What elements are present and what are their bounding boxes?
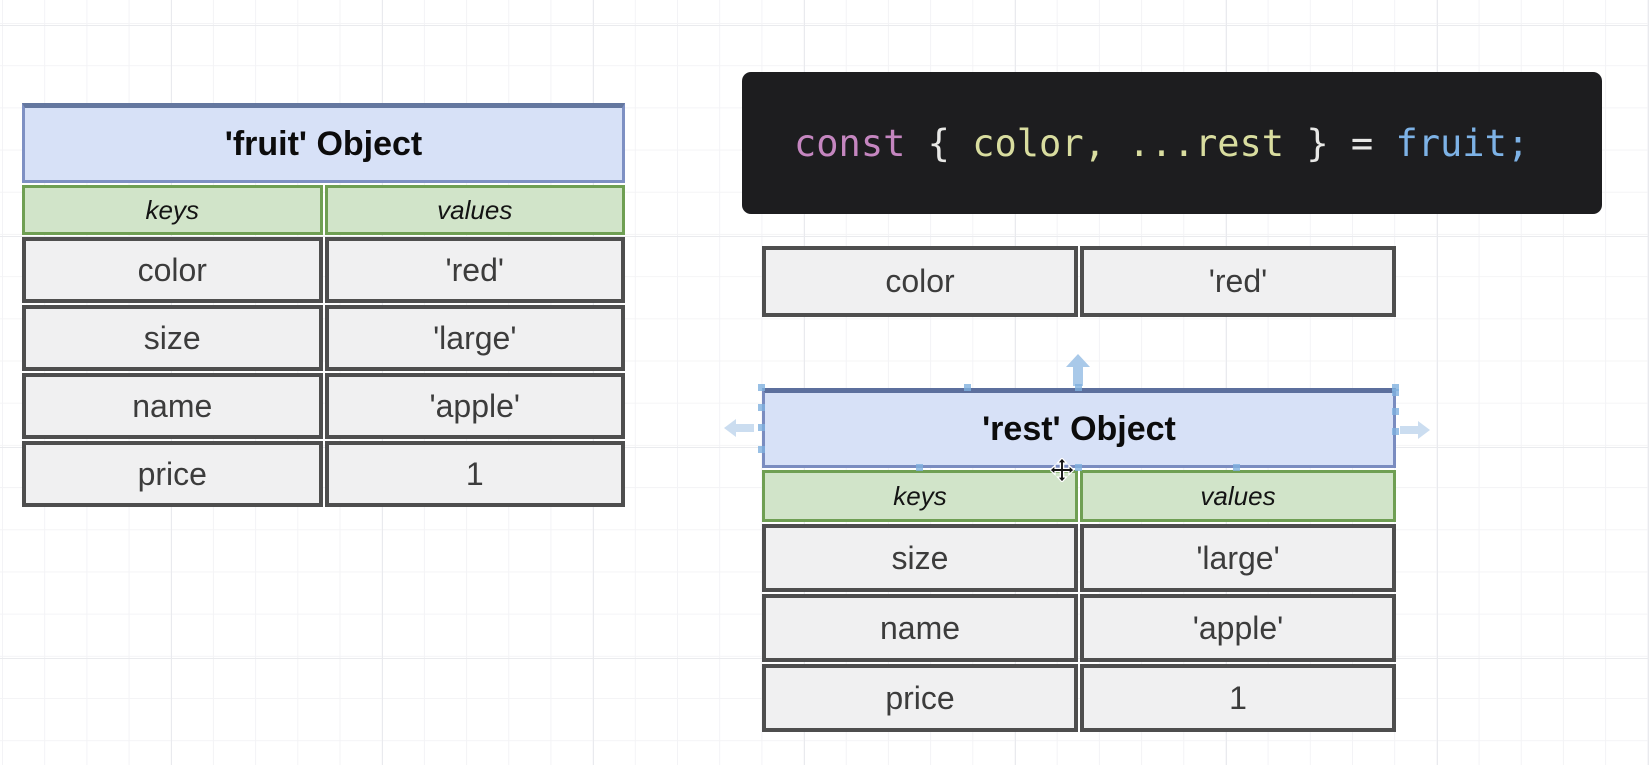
rest-keys-header: keys xyxy=(893,480,947,511)
cell-text: size xyxy=(891,539,949,576)
rest-table-title: 'rest' Object xyxy=(982,409,1176,448)
table-row: color 'red' xyxy=(22,237,625,303)
rest-keys-header-cell[interactable]: keys xyxy=(762,470,1078,522)
selection-handle[interactable] xyxy=(1075,464,1082,471)
cell-text: color xyxy=(885,263,955,299)
table-row: name 'apple' xyxy=(762,594,1396,662)
selection-handle[interactable] xyxy=(1233,464,1240,471)
move-cursor-icon xyxy=(1050,458,1074,482)
result-key-cell[interactable]: color xyxy=(762,246,1078,317)
fruit-key-cell[interactable]: color xyxy=(22,237,323,303)
selection-handle[interactable] xyxy=(1075,384,1082,391)
selection-handle[interactable] xyxy=(758,404,765,411)
selection-handle[interactable] xyxy=(1392,384,1399,391)
selection-handle[interactable] xyxy=(758,446,765,453)
rest-values-header-cell[interactable]: values xyxy=(1080,470,1396,522)
cell-text: name xyxy=(879,609,961,646)
rest-values-header: values xyxy=(1200,480,1276,511)
fruit-key-cell[interactable]: price xyxy=(22,441,323,507)
selection-handle[interactable] xyxy=(916,464,923,471)
fruit-value-cell[interactable]: 'apple' xyxy=(324,373,625,439)
selection-handle[interactable] xyxy=(1392,408,1399,415)
rest-value-cell[interactable]: 1 xyxy=(1080,664,1396,732)
selection-handle[interactable] xyxy=(964,384,971,391)
fruit-value-cell[interactable]: 'large' xyxy=(324,305,625,371)
rest-object-table[interactable]: 'rest' Object keys values size 'large' n… xyxy=(762,388,1396,732)
fruit-keys-header: keys xyxy=(145,194,199,225)
cell-text: 'red' xyxy=(445,251,504,288)
cell-text: 'apple' xyxy=(1192,609,1284,646)
fruit-key-cell[interactable]: name xyxy=(22,373,323,439)
code-token-punctuation: { xyxy=(905,121,973,165)
cell-text: color xyxy=(137,251,207,288)
selection-arrow-up-icon[interactable] xyxy=(1066,354,1090,386)
cell-text: price xyxy=(885,679,955,716)
cell-text: 'large' xyxy=(1196,539,1280,576)
table-row: color 'red' xyxy=(762,246,1396,317)
fruit-object-table[interactable]: 'fruit' Object keys values color 'red' s… xyxy=(22,103,625,507)
table-row: price 1 xyxy=(22,441,625,507)
table-row: name 'apple' xyxy=(22,373,625,439)
rest-key-cell[interactable]: price xyxy=(762,664,1078,732)
rest-value-cell[interactable]: 'large' xyxy=(1080,524,1396,592)
cell-text: size xyxy=(143,319,201,356)
fruit-key-cell[interactable]: size xyxy=(22,305,323,371)
cell-text: name xyxy=(132,387,213,424)
fruit-values-header-cell[interactable]: values xyxy=(324,185,625,235)
rest-value-cell[interactable]: 'apple' xyxy=(1080,594,1396,662)
table-row: size 'large' xyxy=(762,524,1396,592)
fruit-keys-header-cell[interactable]: keys xyxy=(22,185,323,235)
fruit-value-cell[interactable]: 'red' xyxy=(324,237,625,303)
cell-text: 'red' xyxy=(1208,263,1268,299)
code-token-variables: color, ...rest xyxy=(972,121,1285,165)
fruit-values-header: values xyxy=(437,194,513,225)
destructured-color-row[interactable]: color 'red' xyxy=(762,246,1396,317)
result-value-cell[interactable]: 'red' xyxy=(1080,246,1396,317)
fruit-table-title-cell[interactable]: 'fruit' Object xyxy=(22,103,625,183)
rest-key-cell[interactable]: name xyxy=(762,594,1078,662)
code-snippet-block[interactable]: const { color, ...rest } = fruit; xyxy=(742,72,1602,214)
table-row: size 'large' xyxy=(22,305,625,371)
cell-text: 'large' xyxy=(433,319,517,356)
selection-handle[interactable] xyxy=(1392,389,1399,396)
selection-arrow-left-icon[interactable] xyxy=(724,419,754,437)
cell-text: 1 xyxy=(1229,679,1247,716)
code-token-keyword: const xyxy=(794,121,906,165)
fruit-value-cell[interactable]: 1 xyxy=(324,441,625,507)
rest-key-cell[interactable]: size xyxy=(762,524,1078,592)
selection-handle[interactable] xyxy=(758,384,765,391)
selection-arrow-right-icon[interactable] xyxy=(1400,421,1430,439)
selection-handle[interactable] xyxy=(1392,428,1399,435)
cell-text: 1 xyxy=(465,455,484,492)
rest-table-title-cell[interactable]: 'rest' Object xyxy=(762,388,1396,468)
cell-text: 'apple' xyxy=(429,387,520,424)
code-token-punctuation: } = xyxy=(1284,121,1396,165)
fruit-table-title: 'fruit' Object xyxy=(224,124,423,163)
selection-handle[interactable] xyxy=(758,424,765,431)
code-token-identifier: fruit; xyxy=(1395,121,1530,165)
table-row: price 1 xyxy=(762,664,1396,732)
cell-text: price xyxy=(137,455,207,492)
